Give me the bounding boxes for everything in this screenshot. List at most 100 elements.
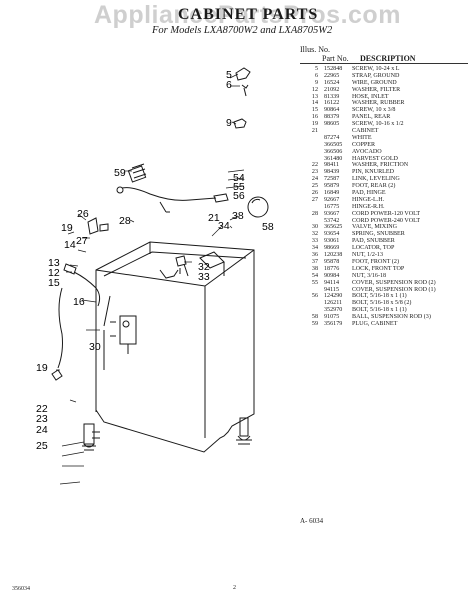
part-description: STRAP, GROUND (352, 72, 400, 79)
part-description: LOCK, FRONT TOP (352, 265, 405, 272)
parts-row: 9 16524 WIRE, GROUND (300, 80, 470, 87)
illus-number (300, 149, 324, 156)
part-number: 16524 (324, 79, 340, 86)
illus-number: 26 (311, 190, 318, 197)
illus-number: 28 (311, 210, 318, 217)
illus-number: 22 (311, 162, 318, 169)
illus-number: 25 (311, 183, 318, 190)
page-number: 2 (233, 585, 236, 591)
part-number: 90864 (324, 107, 340, 114)
part-number: 16775 (324, 203, 340, 210)
illus-number: 27 (311, 196, 318, 203)
illus-number: 54 (311, 272, 318, 279)
part-number: 98669 (324, 245, 340, 252)
illus-number: 55 (311, 279, 318, 286)
part-number: 22965 (324, 72, 340, 79)
watermark-text: AppliancePartsPros.com (94, 1, 401, 29)
part-number: 91075 (324, 314, 340, 321)
part-description: WASHER, FRICTION (352, 162, 409, 169)
part-description: WIRE, GROUND (352, 79, 397, 86)
part-description: HINGE-L.H. (352, 196, 385, 203)
illus-number: 58 (311, 314, 318, 321)
illus-number: 30 (311, 224, 318, 231)
part-number: 120238 (324, 252, 343, 259)
part-number: 98605 (324, 121, 340, 128)
snubber (175, 255, 187, 274)
leader-lines (56, 73, 245, 485)
part-number: 126211 (324, 300, 343, 307)
part-description: WASHER, RUBBER (352, 100, 405, 107)
part-number: 16849 (324, 190, 340, 197)
part-description: COVER, SUSPENSION ROD (2) (352, 279, 436, 286)
illus-number: 38 (311, 265, 318, 272)
part-number: 95879 (324, 183, 340, 190)
mixing-valve (110, 315, 137, 354)
part-description: HINGE-R.H. (352, 203, 385, 210)
part-description: BOLT, 5/16-18 x 1 (1) (352, 293, 407, 300)
illus-number: 9 (314, 79, 318, 86)
part-number: 18776 (324, 265, 340, 272)
part-number: 93667 (324, 210, 340, 217)
illus-number (300, 142, 324, 149)
part-number: 88379 (324, 114, 340, 121)
part-description: VALVE, MIXING (352, 224, 398, 231)
header-rule (300, 63, 468, 64)
part-number: 98439 (324, 169, 340, 176)
part-description: CORD POWER-240 VOLT (352, 217, 421, 224)
part-description: NUT, 3/16-18 (352, 272, 387, 279)
part-number: 90984 (324, 272, 340, 279)
part-number: 152848 (324, 66, 343, 72)
parts-row: 28 93667 CORD POWER-120 VOLT (300, 211, 470, 218)
part-number: 356179 (324, 320, 343, 327)
part-number: 94115 (324, 286, 340, 293)
illus-number (300, 287, 324, 294)
illus-number: 6 (314, 72, 318, 79)
parts-row: 25 95879 FOOT, REAR (2) (300, 183, 470, 190)
parts-row: 58 91075 BALL, SUSPENSION ROD (3) (300, 314, 470, 321)
parts-row: 22 98411 WASHER, FRICTION (300, 162, 470, 169)
part-description: BALL, SUSPENSION ROD (3) (352, 314, 431, 321)
inlet-hoses (51, 263, 101, 381)
right-foot (236, 417, 252, 445)
part-description: BOLT, 5/16-18 x 1 (1) (352, 307, 407, 314)
illus-number: 19 (311, 121, 318, 128)
part-description: BOLT, 5/16-18 x 5/8 (2) (352, 300, 412, 307)
part-description: FOOT, REAR (2) (352, 183, 396, 190)
part-description: WHITE (352, 134, 372, 141)
illus-number: 34 (311, 245, 318, 252)
illus-number: 32 (311, 231, 318, 238)
part-number: 87274 (324, 134, 340, 141)
left-foot (82, 423, 100, 451)
illus-number: 37 (311, 258, 318, 265)
power-cord (116, 186, 229, 213)
part-description: CORD POWER-120 VOLT (352, 210, 421, 217)
part-number: 98411 (324, 162, 340, 169)
part-number: 53742 (324, 217, 340, 224)
part-number: 81339 (324, 93, 340, 100)
illus-number (300, 156, 324, 163)
hinge (87, 217, 109, 235)
illus-number: 59 (311, 320, 318, 327)
part-description: CABINET (352, 128, 379, 135)
cabinet-body (95, 241, 255, 453)
part-number: 124290 (324, 293, 343, 300)
illus-number: 33 (311, 238, 318, 245)
parts-row: 38 18776 LOCK, FRONT TOP (300, 266, 470, 273)
part-number: 93654 (324, 231, 340, 238)
parts-row: 87274 WHITE (300, 135, 470, 142)
